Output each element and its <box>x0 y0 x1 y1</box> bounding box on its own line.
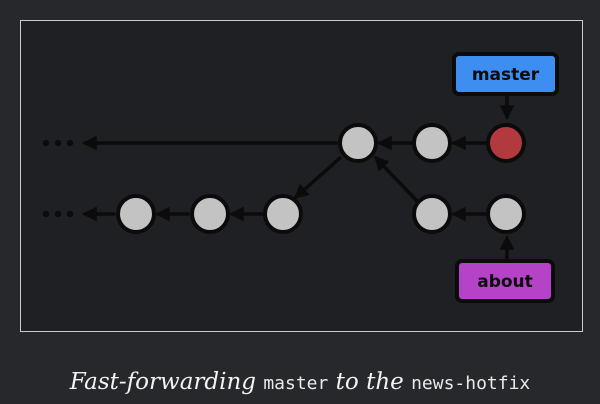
head-commit-node <box>486 123 526 163</box>
edge-top-1-to-branch-base <box>293 156 342 199</box>
history-ellipsis-bottom <box>42 210 74 218</box>
figure-caption: Fast-forwarding master to the news-hotfi… <box>0 369 600 395</box>
caption-branch-from: master <box>263 373 329 394</box>
diagram-frame: master about <box>20 20 583 332</box>
master-branch-label: master <box>472 65 540 85</box>
commit-node <box>338 123 378 163</box>
caption-prefix: Fast-forwarding <box>69 369 264 395</box>
commit-node <box>412 123 452 163</box>
about-branch-tag: about <box>455 259 555 303</box>
master-branch-tag: master <box>452 52 559 96</box>
caption-middle: to the <box>328 369 412 395</box>
commit-node <box>486 194 526 234</box>
caption-branch-to: news-hotfix <box>411 373 531 394</box>
commit-node <box>263 194 303 234</box>
commit-node <box>116 194 156 234</box>
git-branch-diagram: master about <box>42 52 559 303</box>
history-ellipsis-top <box>42 139 74 147</box>
commit-node <box>412 194 452 234</box>
edge-about-1-to-top-1 <box>373 155 419 203</box>
about-branch-label: about <box>477 272 533 292</box>
commit-node <box>190 194 230 234</box>
